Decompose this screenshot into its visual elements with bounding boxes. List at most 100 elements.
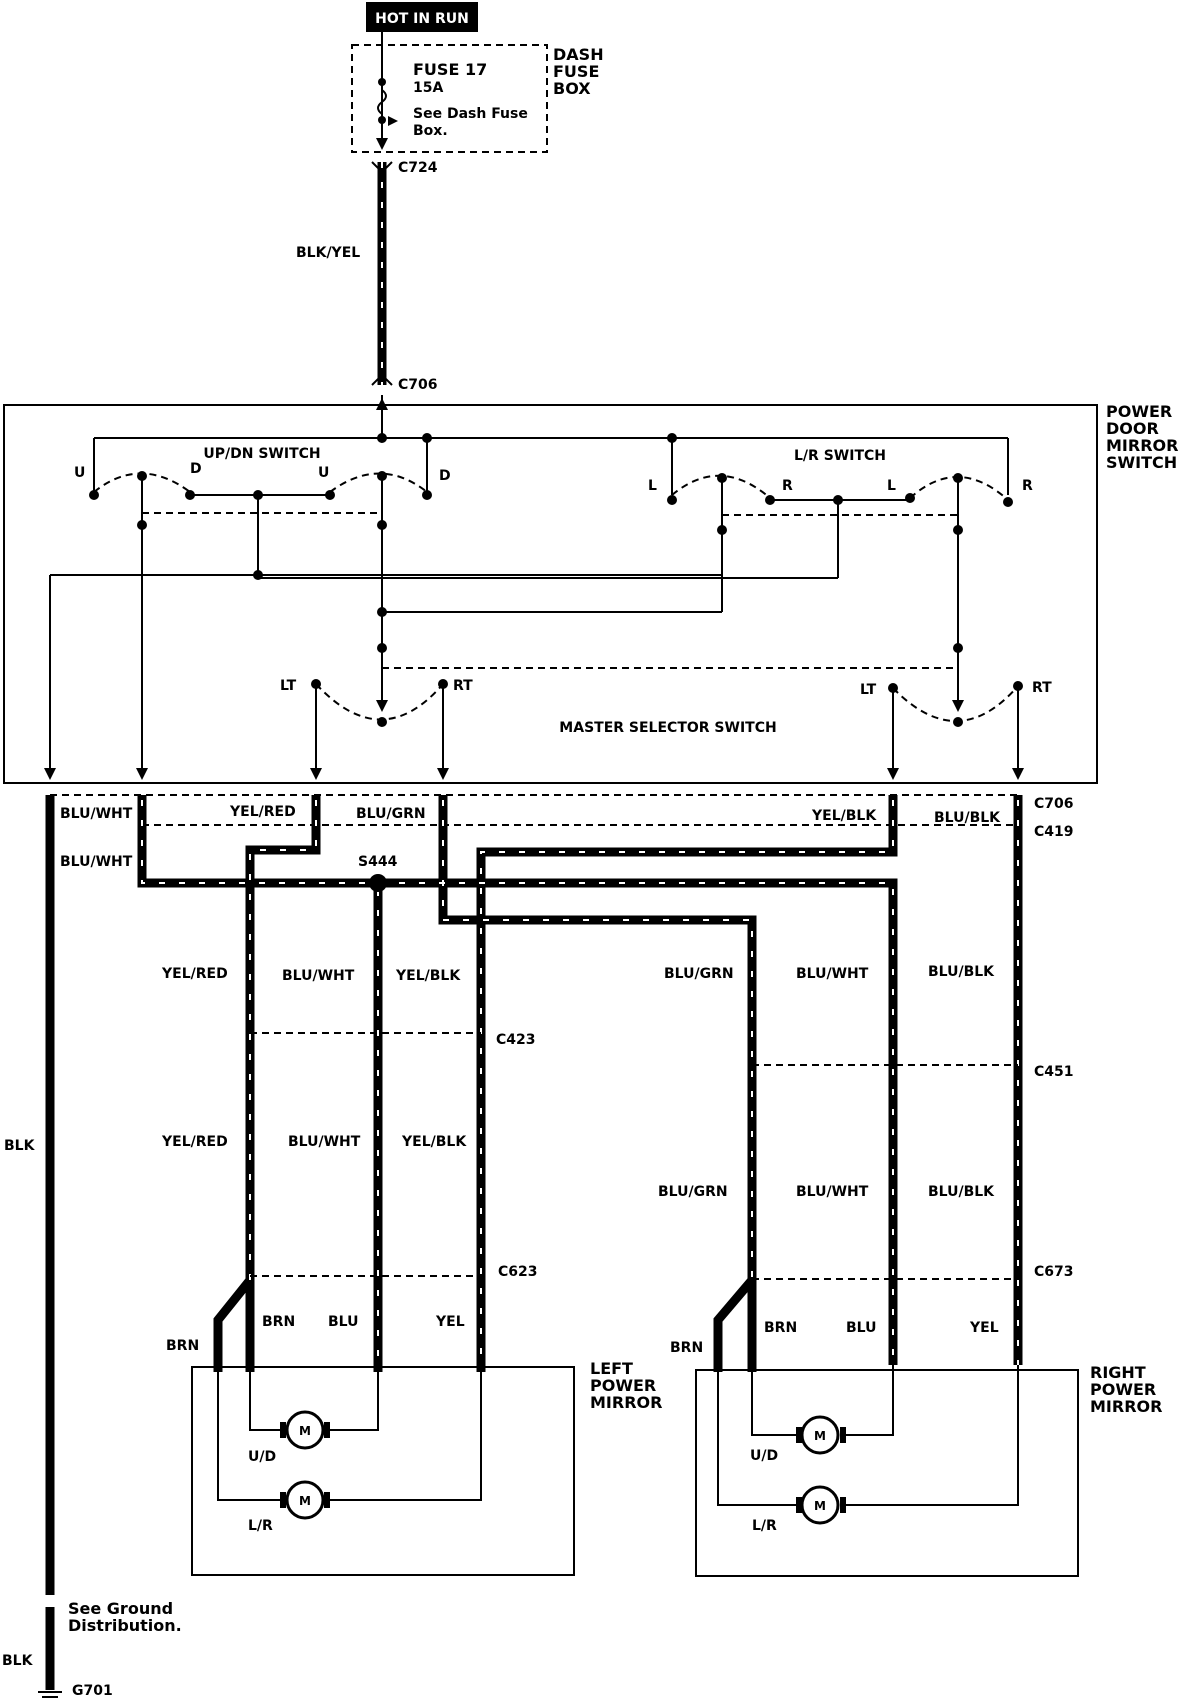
top-wire-1-label: BLU/WHT xyxy=(60,806,133,822)
c451-label: C451 xyxy=(1034,1064,1074,1080)
left-upper-wire-3: YEL/BLK xyxy=(395,968,461,984)
left-lr-label: L/R xyxy=(248,1518,273,1534)
updn-switch-label: UP/DN SWITCH xyxy=(203,446,320,462)
switch-title-2: DOOR xyxy=(1106,419,1159,438)
lr-switch-label: L/R SWITCH xyxy=(794,448,886,464)
right-power-mirror: RIGHT POWER MIRROR M M U/D L/R xyxy=(695,1363,1162,1577)
harness-wires xyxy=(45,795,1023,1690)
right-upper-wire-3: BLU/BLK xyxy=(928,964,995,980)
left-mid-wire-1: YEL/RED xyxy=(161,1134,228,1150)
switch-title-4: SWITCH xyxy=(1106,453,1177,472)
top-wire-3-label: YEL/RED xyxy=(229,804,296,820)
left-lr-motor: M xyxy=(280,1480,330,1520)
top-wire-5-label: YEL/BLK xyxy=(811,808,877,824)
left-mirror-label-1: LEFT xyxy=(590,1359,633,1378)
ground-note-2: Distribution. xyxy=(68,1616,182,1635)
top-wire-6-label: BLU/BLK xyxy=(934,810,1001,826)
right-lower-wire-3: BLU xyxy=(846,1320,876,1336)
fuse-box-label-2: FUSE xyxy=(553,62,599,81)
lr-l2-label: L xyxy=(887,478,896,494)
c706-bottom-label: C706 xyxy=(1034,796,1074,812)
updn-u1-label: U xyxy=(74,465,85,481)
right-lr-motor-label: M xyxy=(814,1499,826,1513)
updn-d1-label: D xyxy=(190,461,202,477)
lr-r2-label: R xyxy=(1022,478,1033,494)
switch-title-3: MIRROR xyxy=(1106,436,1178,455)
left-ud-motor-label: M xyxy=(299,1424,311,1438)
dash-fuse-box: FUSE 17 15A See Dash Fuse Box. DASH FUSE… xyxy=(351,32,604,153)
right-ud-motor-label: M xyxy=(814,1429,826,1443)
right-mirror-label-1: RIGHT xyxy=(1090,1363,1146,1382)
fuse-box-label-3: BOX xyxy=(553,79,591,98)
right-lr-label: L/R xyxy=(752,1518,777,1534)
ground-note-1: See Ground xyxy=(68,1599,173,1618)
right-mid-wire-1: BLU/GRN xyxy=(658,1184,728,1200)
master-selector-label: MASTER SELECTOR SWITCH xyxy=(559,720,776,736)
top-wire-2-label: BLU/WHT xyxy=(60,854,133,870)
right-mid-wire-2: BLU/WHT xyxy=(796,1184,869,1200)
left-upper-wire-2: BLU/WHT xyxy=(282,968,355,984)
right-upper-wire-2: BLU/WHT xyxy=(796,966,869,982)
blk-label-2: BLK xyxy=(2,1653,34,1669)
right-lower-wire-1: BRN xyxy=(670,1340,703,1356)
fuse-rating: 15A xyxy=(413,80,443,96)
hot-in-run-tag: HOT IN RUN xyxy=(366,2,478,32)
blk-label-1: BLK xyxy=(4,1138,36,1154)
ground-wire: BLK See Ground Distribution. BLK G701 xyxy=(2,1138,182,1699)
power-door-mirror-switch: POWER DOOR MIRROR SWITCH UP/DN SWITCH U … xyxy=(3,395,1178,784)
right-lower-wire-2: BRN xyxy=(764,1320,797,1336)
c623-c673-connectors: C623 C673 BRN BRN BLU YEL BRN BRN BLU YE… xyxy=(166,1264,1074,1356)
right-mirror-label-2: POWER xyxy=(1090,1380,1156,1399)
right-ud-label: U/D xyxy=(750,1448,778,1464)
g701-label: G701 xyxy=(72,1683,113,1699)
fuse-note-2: Box. xyxy=(413,123,448,139)
right-upper-wire-1: BLU/GRN xyxy=(664,966,734,982)
c623-label: C623 xyxy=(498,1264,538,1280)
c706-c419-connector-row: C706 C419 BLU/WHT BLU/WHT YEL/RED BLU/GR… xyxy=(50,794,1074,870)
right-lower-wire-4: YEL xyxy=(969,1320,999,1336)
lr-r1-label: R xyxy=(782,478,793,494)
c423-c451-connectors: C423 C451 YEL/RED BLU/WHT YEL/BLK BLU/GR… xyxy=(161,964,1074,1200)
switch-title-1: POWER xyxy=(1106,402,1172,421)
master-lt1-label: LT xyxy=(280,678,297,694)
c673-label: C673 xyxy=(1034,1264,1074,1280)
c419-label: C419 xyxy=(1034,824,1074,840)
c706-top-label: C706 xyxy=(398,377,438,393)
left-lower-wire-3: BLU xyxy=(328,1314,358,1330)
right-mirror-label-3: MIRROR xyxy=(1090,1397,1162,1416)
harness-wire-stripes xyxy=(141,800,1019,1365)
c724-label: C724 xyxy=(398,160,438,176)
left-power-mirror: LEFT POWER MIRROR M M U/D L/R xyxy=(191,1359,662,1576)
top-wire-4-label: BLU/GRN xyxy=(356,806,426,822)
left-lower-wire-4: YEL xyxy=(435,1314,465,1330)
s444-label: S444 xyxy=(358,854,398,870)
left-lower-wire-2: BRN xyxy=(262,1314,295,1330)
left-upper-wire-1: YEL/RED xyxy=(161,966,228,982)
updn-d2-label: D xyxy=(439,468,451,484)
c423-label: C423 xyxy=(496,1032,536,1048)
master-rt2-label: RT xyxy=(1032,680,1052,696)
s444-splice: S444 xyxy=(358,854,398,892)
blk-yel-label: BLK/YEL xyxy=(296,245,360,261)
fuse-box-label-1: DASH xyxy=(553,45,604,64)
lr-l1-label: L xyxy=(648,478,657,494)
master-rt1-label: RT xyxy=(453,678,473,694)
left-mid-wire-2: BLU/WHT xyxy=(288,1134,361,1150)
master-lt2-label: LT xyxy=(860,682,877,698)
left-mirror-label-2: POWER xyxy=(590,1376,656,1395)
right-lr-motor: M xyxy=(796,1485,846,1525)
left-ud-motor: M xyxy=(280,1410,330,1450)
hot-in-run-label: HOT IN RUN xyxy=(375,11,469,27)
left-ud-label: U/D xyxy=(248,1449,276,1465)
right-mid-wire-3: BLU/BLK xyxy=(928,1184,995,1200)
left-lr-motor-label: M xyxy=(299,1494,311,1508)
left-mid-wire-3: YEL/BLK xyxy=(401,1134,467,1150)
fuse-note-1: See Dash Fuse xyxy=(413,106,528,122)
fuse-feed-wire: C724 BLK/YEL C706 xyxy=(296,160,438,393)
left-lower-wire-1: BRN xyxy=(166,1338,199,1354)
left-mirror-label-3: MIRROR xyxy=(590,1393,662,1412)
fuse-name: FUSE 17 xyxy=(413,60,487,79)
right-ud-motor: M xyxy=(796,1415,846,1455)
updn-u2-label: U xyxy=(318,465,329,481)
